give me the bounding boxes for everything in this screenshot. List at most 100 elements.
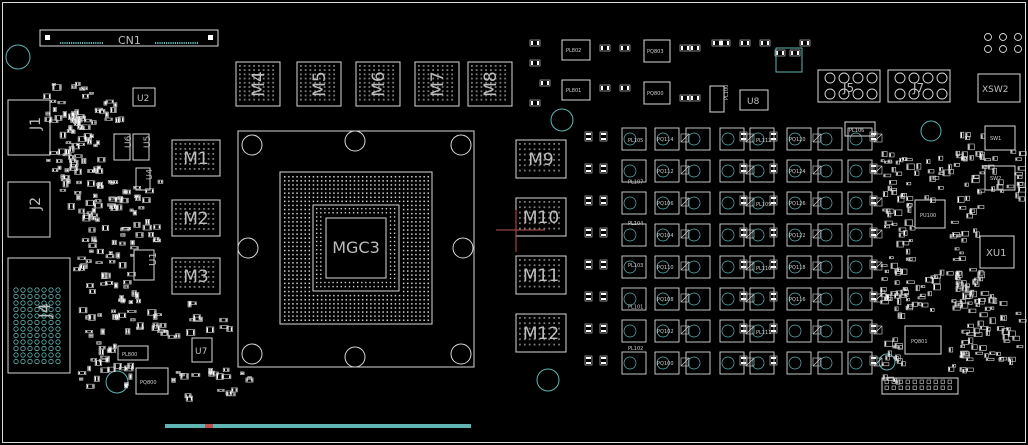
vrm-phase-cell[interactable]	[817, 319, 843, 343]
vrm-phase-cell[interactable]	[749, 127, 775, 151]
vrm-phase-cell[interactable]	[749, 287, 775, 311]
vrm-phase-cell[interactable]	[685, 223, 711, 247]
memory-chip-m2[interactable]: M2	[171, 199, 221, 237]
vrm-phase-cell[interactable]	[654, 223, 690, 247]
connector-j2[interactable]: J2	[7, 181, 51, 238]
transistor-pq803[interactable]: PQ803	[643, 39, 671, 63]
vrm-phase-cell[interactable]	[786, 287, 822, 311]
vrm-phase-cell[interactable]	[654, 287, 690, 311]
connector-j1[interactable]: J1	[7, 99, 51, 156]
transistor-pq800[interactable]: PQ800	[135, 367, 169, 395]
switch-sw2[interactable]: SW2	[984, 165, 1016, 191]
vrm-phase-cell[interactable]	[685, 351, 711, 375]
chip-u2[interactable]: U2	[132, 87, 156, 107]
vrm-phase-cell[interactable]	[719, 319, 755, 343]
vrm-phase-cell[interactable]	[847, 223, 883, 247]
chip-u4[interactable]: U4	[135, 167, 154, 191]
memory-chip-m3[interactable]: M3	[171, 257, 221, 295]
vrm-phase-cell[interactable]	[817, 191, 843, 215]
vrm-phase-cell[interactable]	[654, 191, 690, 215]
vrm-phase-cell[interactable]	[621, 287, 647, 311]
vrm-phase-cell[interactable]	[817, 351, 843, 375]
chip-u7[interactable]: U7	[191, 337, 213, 363]
inductor-pl802[interactable]: PL802	[561, 39, 591, 61]
transistor-pq800-top[interactable]: PQ800	[643, 81, 671, 105]
vrm-phase-cell[interactable]	[621, 159, 647, 183]
inductor-pl106[interactable]: PL106	[844, 121, 876, 137]
switch-sw1[interactable]: SW1	[984, 125, 1016, 151]
chip-pu100[interactable]: PU100	[914, 199, 946, 229]
memory-chip-m11[interactable]: M11	[515, 255, 567, 295]
vrm-phase-cell[interactable]	[786, 159, 822, 183]
connector-j7[interactable]: J7	[887, 69, 951, 103]
chip-u1[interactable]: U1	[133, 249, 159, 281]
vrm-phase-cell[interactable]	[786, 255, 822, 279]
vrm-phase-cell[interactable]	[786, 191, 822, 215]
vrm-phase-cell[interactable]	[719, 255, 755, 279]
chip-xu1[interactable]: XU1	[979, 235, 1015, 269]
vrm-phase-cell[interactable]	[817, 159, 843, 183]
memory-chip-m7[interactable]: M7	[414, 61, 460, 107]
inductor-pl801[interactable]: PL801	[561, 79, 591, 101]
vrm-phase-cell[interactable]	[621, 319, 647, 343]
vrm-phase-cell[interactable]	[786, 223, 822, 247]
vrm-phase-cell[interactable]	[719, 127, 755, 151]
edge-connector[interactable]	[165, 424, 471, 428]
vrm-phase-cell[interactable]	[817, 223, 843, 247]
vrm-phase-cell[interactable]	[621, 127, 647, 151]
vrm-phase-cell[interactable]	[685, 319, 711, 343]
vrm-phase-cell[interactable]	[847, 191, 883, 215]
connector-j4[interactable]: J4	[7, 257, 71, 374]
vrm-phase-cell[interactable]	[685, 127, 711, 151]
vrm-phase-cell[interactable]	[749, 319, 775, 343]
vrm-phase-cell[interactable]	[654, 255, 690, 279]
memory-chip-m4[interactable]: M4	[235, 61, 281, 107]
vrm-phase-cell[interactable]	[719, 191, 755, 215]
vrm-phase-cell[interactable]	[749, 255, 775, 279]
vrm-phase-cell[interactable]	[817, 127, 843, 151]
vrm-phase-cell[interactable]	[719, 351, 755, 375]
vrm-phase-cell[interactable]	[749, 351, 775, 375]
vrm-phase-cell[interactable]	[654, 351, 690, 375]
memory-chip-m10[interactable]: M10	[515, 197, 567, 237]
vrm-phase-cell[interactable]	[654, 319, 690, 343]
vrm-phase-cell[interactable]	[685, 255, 711, 279]
vrm-phase-cell[interactable]	[847, 319, 883, 343]
connector-cn1[interactable]: CN1	[39, 29, 219, 47]
vrm-phase-cell[interactable]	[817, 255, 843, 279]
memory-chip-m5[interactable]: M5	[296, 61, 342, 107]
vrm-phase-cell[interactable]	[847, 255, 883, 279]
vrm-phase-cell[interactable]	[621, 191, 647, 215]
bottom-right-header[interactable]	[881, 377, 959, 395]
vrm-phase-cell[interactable]	[719, 223, 755, 247]
chip-u5[interactable]: U5	[132, 133, 153, 161]
vrm-phase-cell[interactable]	[786, 319, 822, 343]
vrm-phase-cell[interactable]	[786, 127, 822, 151]
connector-j5[interactable]: J5	[817, 69, 881, 103]
vrm-phase-cell[interactable]	[749, 191, 775, 215]
vrm-phase-cell[interactable]	[621, 223, 647, 247]
memory-chip-m12[interactable]: M12	[515, 313, 567, 353]
transistor-pq801[interactable]: PQ801	[904, 325, 942, 355]
vrm-phase-cell[interactable]	[685, 159, 711, 183]
memory-chip-m6[interactable]: M6	[355, 61, 401, 107]
vrm-phase-cell[interactable]	[719, 159, 755, 183]
memory-chip-m8[interactable]: M8	[467, 61, 513, 107]
chip-u6[interactable]: U6	[113, 133, 134, 161]
vrm-phase-cell[interactable]	[847, 351, 883, 375]
vrm-phase-cell[interactable]	[621, 255, 647, 279]
vrm-phase-cell[interactable]	[749, 159, 775, 183]
vrm-phase-cell[interactable]	[621, 351, 647, 375]
vrm-phase-cell[interactable]	[749, 223, 775, 247]
vrm-phase-cell[interactable]	[719, 287, 755, 311]
chip-u8[interactable]: U8	[739, 89, 769, 111]
vrm-phase-cell[interactable]	[786, 351, 822, 375]
vrm-phase-cell[interactable]	[817, 287, 843, 311]
switch-xsw2[interactable]: XSW2	[977, 73, 1021, 103]
vrm-phase-cell[interactable]	[654, 127, 690, 151]
vrm-phase-cell[interactable]	[847, 127, 883, 151]
vrm-phase-cell[interactable]	[847, 159, 883, 183]
memory-chip-m1[interactable]: M1	[171, 139, 221, 177]
memory-chip-m9[interactable]: M9	[515, 139, 567, 179]
inductor-pl800[interactable]: PL800	[117, 345, 149, 361]
